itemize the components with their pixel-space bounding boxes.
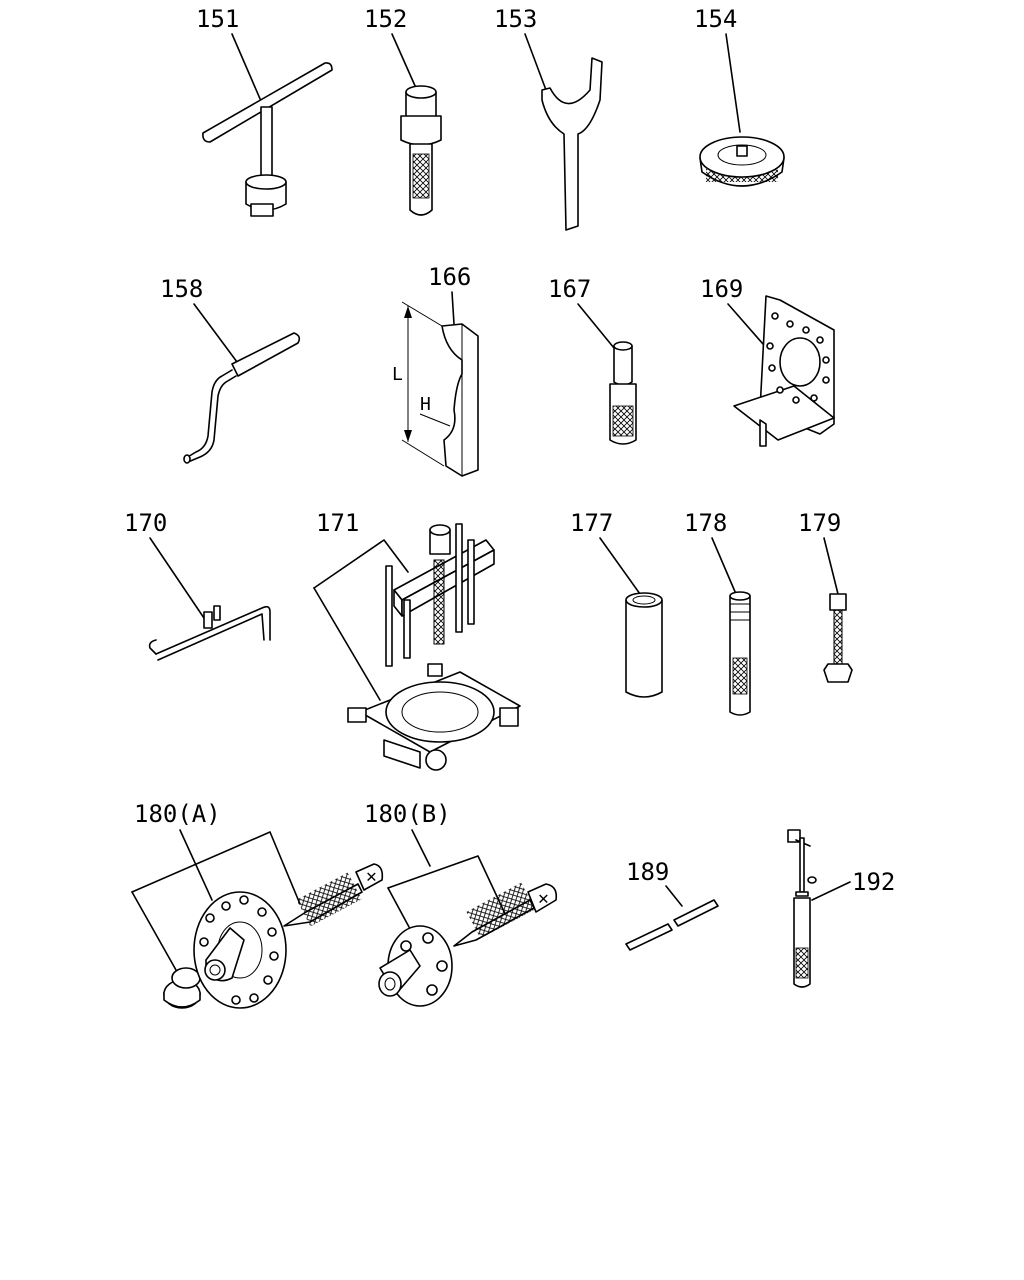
callout-179: 179 (798, 509, 841, 537)
dimension-length: L (392, 364, 403, 385)
part-180b-hub-set: 180(B) ✕ (364, 800, 558, 1007)
part-151-t-handle-wrench: 151 (196, 5, 333, 217)
callout-180a: 180(A) (134, 800, 221, 828)
callout-152: 152 (364, 5, 407, 33)
callout-153: 153 (494, 5, 537, 33)
part-153-spanner-wrench: 153 (494, 5, 603, 231)
callout-171: 171 (316, 509, 359, 537)
part-177-sleeve: 177 (570, 509, 663, 698)
callout-154: 154 (694, 5, 737, 33)
part-171-bearing-puller: 171 (313, 509, 521, 771)
callout-169: 169 (700, 275, 743, 303)
part-169-mounting-bracket: 169 (700, 275, 835, 447)
part-189-pins: 189 (625, 858, 719, 951)
part-180a-flange-set: 180(A) ✕ (131, 800, 384, 1009)
callout-180b: 180(B) (364, 800, 451, 828)
part-152-socket-drift: 152 (364, 5, 442, 216)
callout-178: 178 (684, 509, 727, 537)
svg-text:✕: ✕ (366, 866, 377, 887)
part-166-gauge-plate: 166 L H (392, 263, 479, 477)
callout-167: 167 (548, 275, 591, 303)
part-158-crank-bar: 158 (160, 275, 301, 464)
part-178-pin-drift: 178 (684, 509, 751, 716)
part-167-installer-drift: 167 (548, 275, 637, 445)
dimension-height: H (420, 394, 431, 415)
callout-151: 151 (196, 5, 239, 33)
svg-text:✕: ✕ (538, 888, 549, 909)
callout-192: 192 (852, 868, 895, 896)
callout-170: 170 (124, 509, 167, 537)
part-192-long-handle-tool: 192 (787, 829, 895, 988)
callout-166: 166 (428, 263, 471, 291)
callout-177: 177 (570, 509, 613, 537)
part-179-threaded-bolt: 179 (798, 509, 853, 683)
callout-189: 189 (626, 858, 669, 886)
callout-158: 158 (160, 275, 203, 303)
part-170-hook-rod: 170 (124, 509, 271, 661)
part-154-knurled-nut: 154 (694, 5, 785, 187)
